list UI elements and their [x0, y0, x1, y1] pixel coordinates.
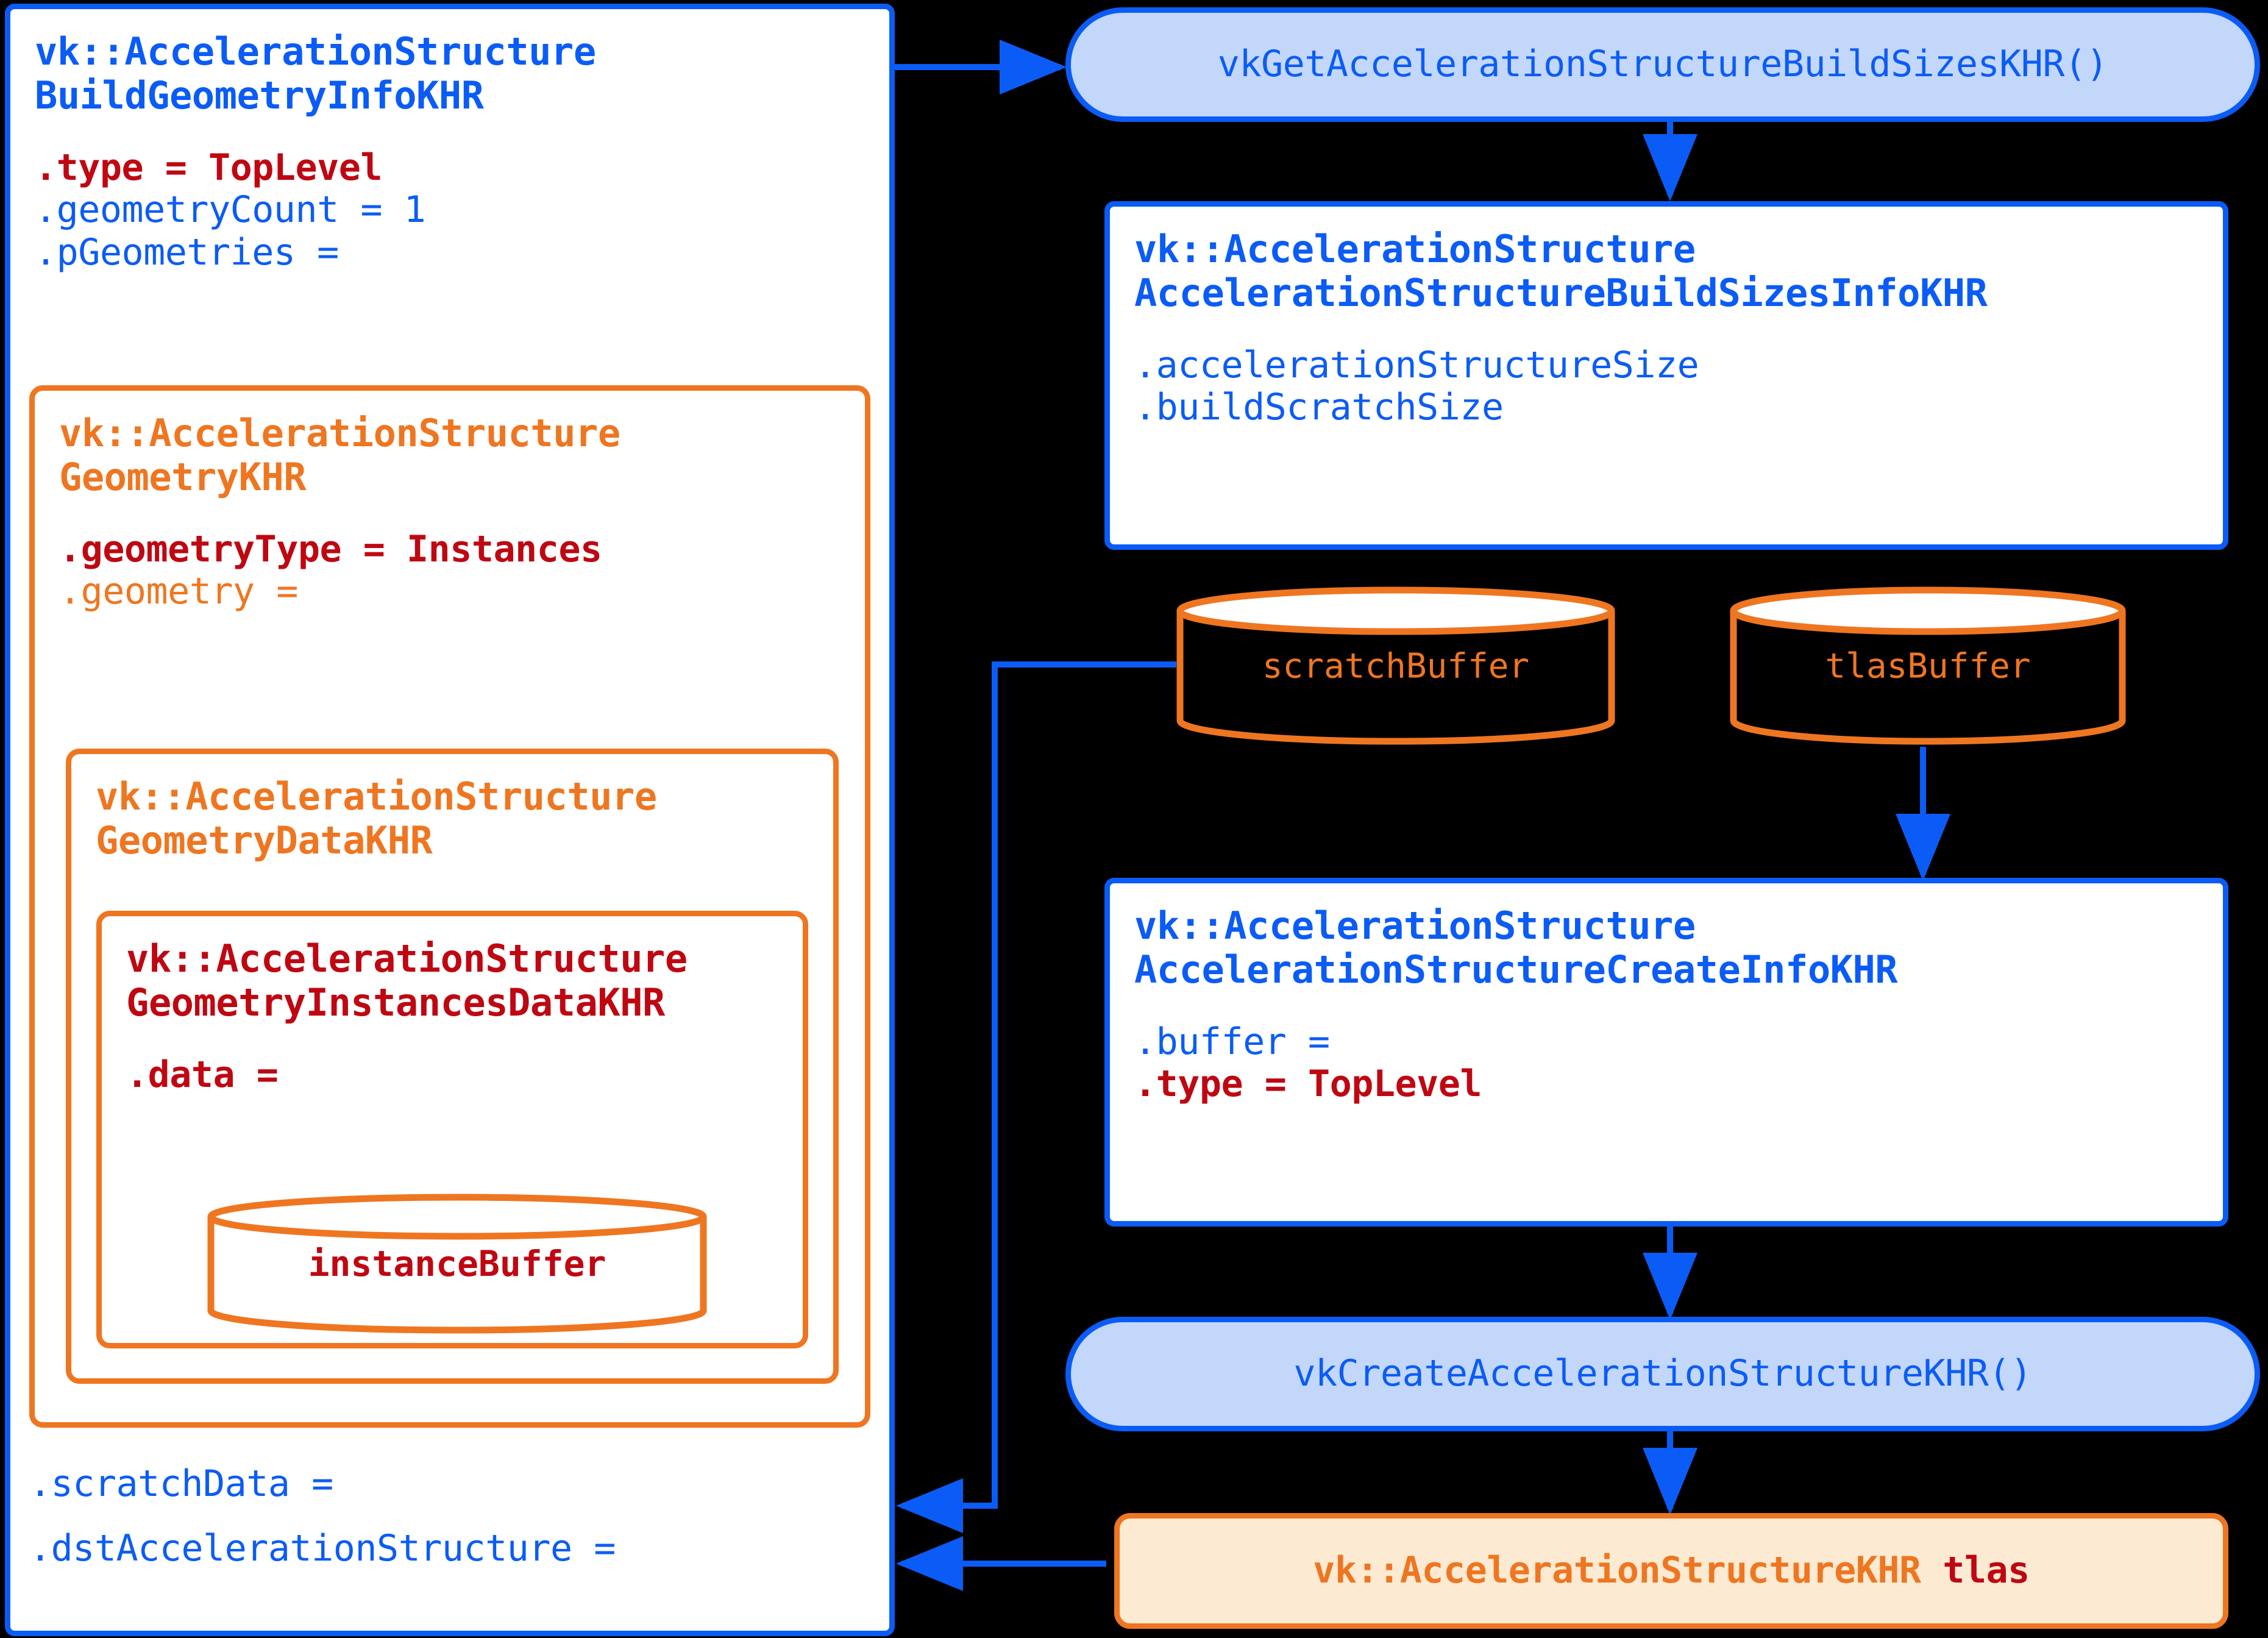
create-info-field-buffer: .buffer = [1134, 1020, 1330, 1063]
create-info-field-type: .type = TopLevel [1134, 1063, 1482, 1106]
instance-buffer-cylinder: instanceBuffer [207, 1194, 707, 1334]
build-geometry-info-title-line1: vk::AccelerationStructure [35, 29, 596, 74]
geometry-data-khr-title-line2: GeometryDataKHR [96, 817, 433, 863]
geometry-data-khr-title-line1: vk::AccelerationStructure [96, 774, 657, 819]
create-call-label: vkCreateAccelerationStructureKHR() [1293, 1352, 2032, 1395]
build-geometry-info-bottom-fields: .scratchData = .dstAccelerationStructure… [29, 1462, 883, 1570]
build-geometry-info-field-geometry-count: .geometryCount = 1 [35, 188, 426, 232]
build-sizes-info-title-line2: AccelerationStructureBuildSizesInfoKHR [1134, 270, 1988, 315]
tlas-result-box: vk::AccelerationStructureKHR tlas [1114, 1513, 2228, 1629]
instance-buffer-label: instanceBuffer [308, 1243, 606, 1284]
tlas-result-var-label: tlas [1943, 1549, 2030, 1592]
build-geometry-info-field-pgeometries: .pGeometries = [35, 231, 339, 274]
scratch-buffer-cylinder: scratchBuffer [1176, 586, 1615, 746]
create-info-box: vk::AccelerationStructure AccelerationSt… [1104, 878, 2228, 1227]
get-build-sizes-call-label: vkGetAccelerationStructureBuildSizesKHR(… [1217, 43, 2108, 86]
tlas-buffer-label: tlasBuffer [1825, 646, 2031, 686]
create-call-pill[interactable]: vkCreateAccelerationStructureKHR() [1065, 1317, 2260, 1431]
geometry-instances-data-khr-box: vk::AccelerationStructure GeometryInstan… [96, 911, 808, 1348]
geometry-khr-field-geometry: .geometry = [59, 570, 298, 613]
tlas-buffer-cylinder: tlasBuffer [1730, 586, 2126, 746]
geometry-khr-field-geometry-type: .geometryType = Instances [59, 527, 602, 571]
create-info-title-line2: AccelerationStructureCreateInfoKHR [1134, 947, 1898, 992]
geometry-instances-data-khr-field-data: .data = [126, 1053, 279, 1096]
build-sizes-info-title-line1: vk::AccelerationStructure [1134, 227, 1696, 271]
build-geometry-info-field-type: .type = TopLevel [35, 146, 382, 189]
build-sizes-info-field-build-scratch-size: .buildScratchSize [1134, 386, 1504, 429]
build-geometry-info-field-dst-as: .dstAccelerationStructure = [29, 1526, 616, 1570]
scratch-buffer-label: scratchBuffer [1262, 646, 1530, 686]
build-sizes-info-box: vk::AccelerationStructure AccelerationSt… [1104, 201, 2228, 550]
geometry-instances-data-khr-title-line1: vk::AccelerationStructure [126, 936, 688, 981]
build-geometry-info-field-scratch-data: .scratchData = [29, 1462, 333, 1505]
build-sizes-info-field-as-size: .accelerationStructureSize [1134, 343, 1699, 386]
get-build-sizes-call-pill[interactable]: vkGetAccelerationStructureBuildSizesKHR(… [1065, 7, 2260, 122]
geometry-khr-title-line1: vk::AccelerationStructure [59, 411, 620, 455]
geometry-khr-title-line2: GeometryKHR [59, 454, 307, 499]
tlas-result-type-label: vk::AccelerationStructureKHR [1313, 1549, 1943, 1592]
create-info-title-line1: vk::AccelerationStructure [1134, 903, 1696, 948]
geometry-instances-data-khr-title-line2: GeometryInstancesDataKHR [126, 980, 665, 1025]
build-geometry-info-title-line2: BuildGeometryInfoKHR [35, 73, 484, 118]
